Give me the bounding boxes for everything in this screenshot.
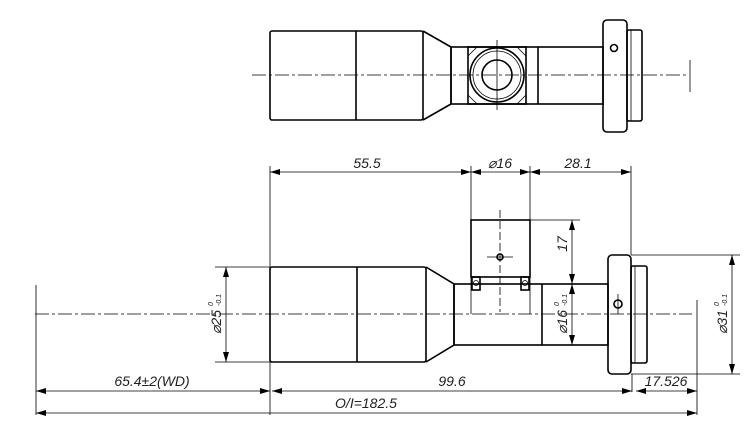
port-block xyxy=(470,219,531,278)
port-screw-right xyxy=(520,276,530,291)
tube-diameter-upper-tol: 0 xyxy=(554,302,561,306)
mount-thread xyxy=(626,29,643,122)
dim-tube-diameter: ⌀16 0 -0.1 xyxy=(554,294,570,334)
screw-head-left xyxy=(473,280,479,286)
dim-text-99-6: 99.6 xyxy=(438,373,465,389)
set-screw-hole xyxy=(609,43,619,53)
dimensions: 55.5 ⌀16 28.1 17 ⌀16 0 -0.1 ⌀25 0 -0.1 ⌀… xyxy=(35,155,740,416)
dim-front-diameter: ⌀25 0 -0.1 xyxy=(208,294,224,334)
mount-diameter-upper-tol: 0 xyxy=(714,302,721,306)
rear-tube xyxy=(450,46,604,105)
front-diameter-lower-tol: -0.1 xyxy=(216,294,223,306)
dim-text-17: 17 xyxy=(554,235,570,252)
dim-text-flange-back: 17.526 xyxy=(645,373,688,389)
dim-mount-diameter: ⌀31 0 -0.1 xyxy=(714,294,730,334)
side-view xyxy=(35,210,692,375)
front-diameter-value: ⌀25 xyxy=(208,310,224,334)
mount-diameter-value: ⌀31 xyxy=(714,310,730,334)
tube-diameter-value: ⌀16 xyxy=(554,310,570,334)
dim-text-55-5: 55.5 xyxy=(353,155,380,171)
port-screw-left xyxy=(471,276,481,291)
cone-section xyxy=(422,30,452,121)
mount-thread xyxy=(630,265,648,364)
screw-head-right xyxy=(522,280,528,286)
mount-diameter-lower-tol: -0.1 xyxy=(722,294,729,306)
dim-text-total: O/I=182.5 xyxy=(335,395,397,411)
front-barrel xyxy=(269,30,424,121)
dim-text-28-1: 28.1 xyxy=(563,155,591,171)
front-diameter-upper-tol: 0 xyxy=(208,302,215,306)
tube-diameter-lower-tol: -0.1 xyxy=(562,294,569,306)
mount-flange xyxy=(607,254,632,375)
front-barrel xyxy=(269,266,427,363)
port-hole xyxy=(496,253,504,261)
dim-text-port-diameter: ⌀16 xyxy=(488,155,512,171)
extension-lines xyxy=(35,166,740,415)
rear-tube xyxy=(453,283,609,346)
top-view xyxy=(252,19,691,133)
cone-section xyxy=(425,266,455,363)
dim-text-wd: 65.4±2(WD) xyxy=(114,373,189,389)
mount-flange xyxy=(602,19,628,133)
port-chamfers xyxy=(467,46,527,105)
